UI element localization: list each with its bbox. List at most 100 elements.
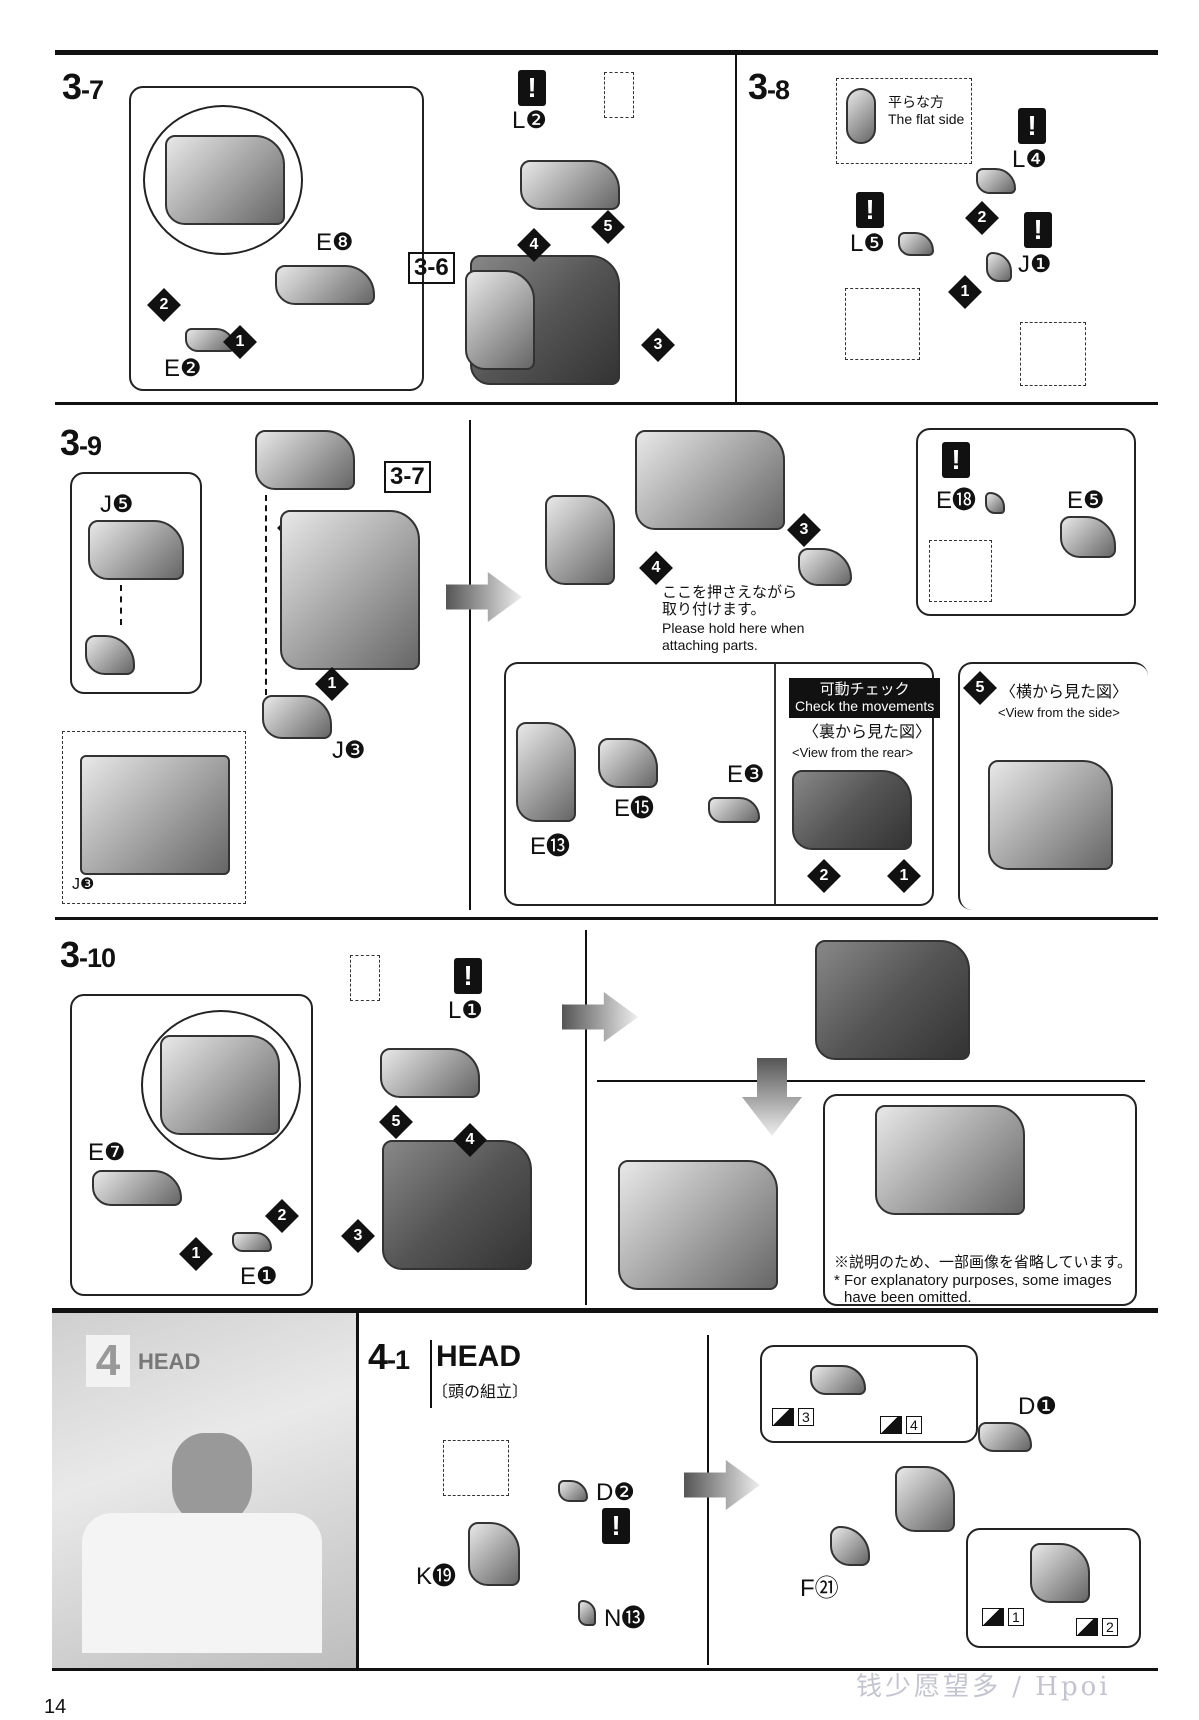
- hold-note-jp: 取り付けます。: [662, 601, 766, 618]
- side-view-jp: 〈横から見た図〉: [1000, 684, 1129, 701]
- hold-note-en: Please hold here when: [662, 620, 805, 636]
- part-drawing: [380, 1048, 480, 1098]
- divider: [585, 930, 587, 1305]
- step-num: 4: [368, 1336, 388, 1377]
- part-drawing: [160, 1035, 280, 1135]
- warning-icon: !: [1018, 108, 1046, 144]
- step-arrow-marker: 5: [591, 210, 625, 244]
- part-drawing: [80, 755, 230, 875]
- step-arrow-marker: 5: [963, 671, 997, 705]
- part-drawing: [165, 135, 285, 225]
- reference-step: 3-7: [384, 461, 431, 493]
- divider: [707, 1335, 709, 1665]
- part-drawing: [516, 722, 576, 822]
- rear-view-en: <View from the rear>: [792, 745, 914, 760]
- step-arrow-marker: 4: [453, 1123, 487, 1157]
- part-drawing: [830, 1526, 870, 1566]
- part-drawing: [545, 495, 615, 585]
- dashed-arrow: [265, 495, 267, 695]
- part-label: D❶: [1018, 1393, 1057, 1420]
- page-number: 14: [44, 1696, 67, 1718]
- step-arrow-marker: 2: [807, 859, 841, 893]
- divider: [774, 664, 776, 904]
- warning-icon: !: [454, 958, 482, 994]
- part-label: J❸: [332, 737, 366, 764]
- step-4-1-title: 4-1: [368, 1336, 410, 1378]
- part-label: K⓳: [416, 1563, 457, 1590]
- detail-inset: [845, 288, 920, 360]
- down-arrow-icon: [742, 1058, 802, 1136]
- part-drawing: [275, 265, 375, 305]
- detail-panel: [760, 1345, 978, 1443]
- sticker-tag: 3: [772, 1408, 814, 1426]
- step-3-7-title: 3-7: [62, 66, 104, 108]
- warning-icon: !: [856, 192, 884, 228]
- part-drawing: [618, 1160, 778, 1290]
- part-drawing: [986, 252, 1012, 282]
- section-photo: 4 HEAD: [52, 1313, 359, 1668]
- step-num: 3: [60, 934, 80, 975]
- divider: [55, 917, 1158, 920]
- step-sub: -10: [79, 943, 116, 973]
- top-rule: [55, 50, 1158, 55]
- bottom-rule: [52, 1668, 1158, 1671]
- part-drawing: [895, 1466, 955, 1532]
- step-arrow-marker: 3: [641, 328, 675, 362]
- part-label: E❷: [164, 355, 202, 382]
- part-drawing: [846, 88, 876, 144]
- warning-icon: !: [602, 1508, 630, 1544]
- divider: [55, 402, 1158, 405]
- divider: [52, 1308, 1158, 1313]
- part-drawing: [708, 797, 760, 823]
- part-label: E❶: [240, 1263, 278, 1290]
- section-number: 4: [86, 1335, 130, 1387]
- flat-side-jp: 平らな方: [888, 94, 944, 110]
- step-arrow-marker: 1: [887, 859, 921, 893]
- part-drawing: [465, 270, 535, 370]
- divider: [597, 1080, 1145, 1082]
- warning-icon: !: [518, 70, 546, 106]
- part-drawing: [255, 430, 355, 490]
- part-label: E⓯: [614, 795, 655, 822]
- step-num: 3: [748, 66, 768, 107]
- side-view-en: <View from the side>: [998, 705, 1120, 720]
- part-label: J❸: [72, 876, 95, 893]
- sticker-tag: 2: [1076, 1618, 1118, 1636]
- watermark: 钱少愿望多 / Hpoi: [856, 1672, 1111, 1702]
- step-sub: -1: [387, 1345, 410, 1375]
- part-drawing: [810, 1365, 866, 1395]
- part-drawing: [978, 1422, 1032, 1452]
- part-drawing: [520, 160, 620, 210]
- step-arrow-marker: 1: [179, 1237, 213, 1271]
- part-label: L❷: [512, 107, 547, 134]
- divider: [469, 420, 471, 910]
- part-drawing: [578, 1600, 596, 1626]
- part-drawing: [88, 520, 184, 580]
- step-arrow-marker: 1: [223, 325, 257, 359]
- sticker-tag: 4: [880, 1416, 922, 1434]
- sticker-icon: [772, 1408, 794, 1426]
- next-arrow-icon: [684, 1460, 760, 1510]
- head-photo: [172, 1433, 252, 1523]
- step-arrow-marker: 3: [341, 1219, 375, 1253]
- part-label: F㉑: [800, 1575, 839, 1602]
- flat-side-en: The flat side: [888, 111, 965, 127]
- step-num: 3: [60, 422, 80, 463]
- part-drawing: [798, 548, 852, 586]
- detail-inset: [1020, 322, 1086, 386]
- detail-inset: [604, 72, 634, 118]
- rear-view-jp: 〈裏から見た図〉: [803, 724, 932, 741]
- step-sub: -8: [767, 75, 790, 105]
- divider: [430, 1340, 432, 1408]
- step-arrow-marker: 2: [965, 201, 999, 235]
- part-drawing: [976, 168, 1016, 194]
- step-arrow-marker: 5: [379, 1105, 413, 1139]
- part-label: L❹: [1012, 146, 1047, 173]
- part-drawing: [468, 1522, 520, 1586]
- sticker-icon: [880, 1416, 902, 1434]
- part-drawing: [635, 430, 785, 530]
- sticker-icon: [982, 1608, 1004, 1626]
- part-drawing: [92, 1170, 182, 1206]
- step-arrow-marker: 1: [315, 667, 349, 701]
- part-drawing: [280, 510, 420, 670]
